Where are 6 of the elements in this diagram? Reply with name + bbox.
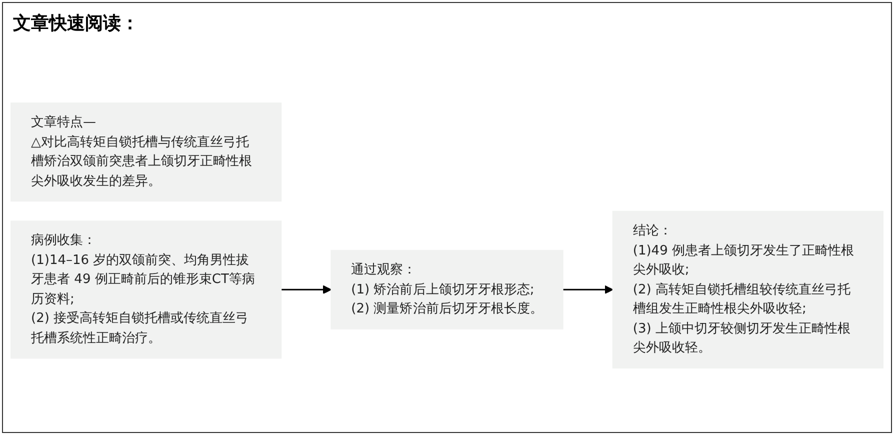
diagram-title: 文章快速阅读： <box>12 12 140 36</box>
arrow <box>562 285 614 294</box>
node-box: 通过观察： (1) 矫治前后上颌切牙牙根形态; (2) 测量矫治前后切牙牙根长度。 <box>330 250 564 330</box>
node-box: 病例收集： (1)14–16 岁的双颌前突、均角男性拔牙患者 49 例正畸前后的锥形束CT等病历资料; (2) 接受高转矩自锁托槽或传统直丝弓托槽系统性正畸治疗。 <box>10 220 282 359</box>
node-box: 结论： (1)49 例患者上颌切牙发生了正畸性根尖外吸收; (2) 高转矩自锁托槽组较传统直丝弓托槽组发生正畸性根尖外吸收轻; (3) 上颌中切牙较侧切牙发生正畸性根尖外吸收轻。 <box>612 210 884 368</box>
arrow <box>281 285 332 294</box>
